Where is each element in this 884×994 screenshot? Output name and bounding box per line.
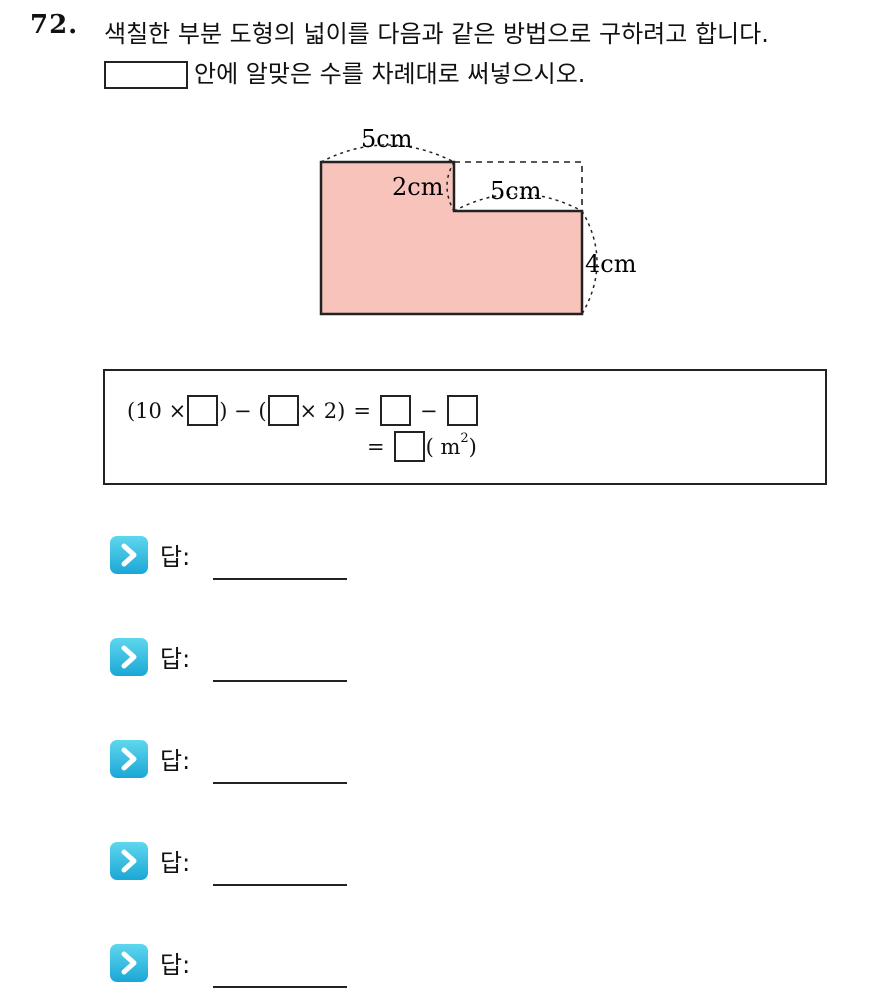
answer-blank-line[interactable] (213, 986, 347, 988)
step-width-arc (453, 193, 583, 212)
formula-l2-unit-sup: 2 (460, 431, 469, 446)
answer-label: 답: (160, 747, 191, 775)
chevron-right-icon (110, 944, 148, 982)
answer-label: 답: (160, 645, 191, 673)
formula-l1-eq: = (353, 398, 371, 423)
label-top-5cm: 5cm (361, 125, 413, 153)
label-step-5cm: 5cm (490, 177, 542, 205)
answer-row-3: 답: (110, 740, 370, 790)
formula-l2-unit-close: ) (468, 434, 477, 459)
formula-l1-open: (10 × (127, 398, 187, 423)
shape-figure: 5cm 2cm 5cm 4cm (319, 125, 637, 316)
answer-blank-line[interactable] (213, 680, 347, 682)
question-text-line2: 안에 알맞은 수를 차례대로 써넣으시오. (194, 60, 586, 88)
formula-l1-minus: − (419, 398, 438, 423)
label-step-2cm: 2cm (392, 173, 444, 201)
answer-row-2: 답: (110, 638, 370, 688)
answer-blank-line[interactable] (213, 782, 347, 784)
question-text-line1: 색칠한 부분 도형의 넓이를 다음과 같은 방법으로 구하려고 합니다. (104, 20, 769, 48)
formula-l1-times2: × 2) (299, 398, 346, 423)
top-dimension-arc (320, 144, 455, 163)
formula-blank-1 (187, 395, 219, 426)
question-text-line2-wrap: 안에 알맞은 수를 차례대로 써넣으시오. (104, 54, 585, 89)
question-number: 72. (30, 10, 79, 40)
formula-blank-3 (379, 395, 411, 426)
formula-blank-5 (393, 431, 425, 462)
chevron-right-icon (110, 842, 148, 880)
answer-label: 답: (160, 849, 191, 877)
shaded-shape (319, 160, 584, 316)
answer-row-1: 답: (110, 536, 370, 586)
answer-row-4: 답: (110, 842, 370, 892)
formula-l2-unit-open: ( m (425, 434, 461, 459)
answer-label: 답: (160, 951, 191, 979)
answer-blank-line[interactable] (213, 578, 347, 580)
chevron-right-icon (110, 638, 148, 676)
answer-label: 답: (160, 543, 191, 571)
chevron-right-icon (110, 536, 148, 574)
label-right-4cm: 4cm (585, 250, 637, 278)
chevron-right-icon (110, 740, 148, 778)
formula-line1: (10 × ) − ( × 2) = − (127, 395, 479, 426)
answer-row-5: 답: (110, 944, 370, 994)
formula-blank-2 (267, 395, 299, 426)
formula-l1-mid: ) − ( (219, 398, 267, 423)
formula-l2-eq: = (367, 434, 385, 459)
blank-box-inline (104, 61, 188, 89)
answer-blank-line[interactable] (213, 884, 347, 886)
formula-blank-4 (446, 395, 478, 426)
